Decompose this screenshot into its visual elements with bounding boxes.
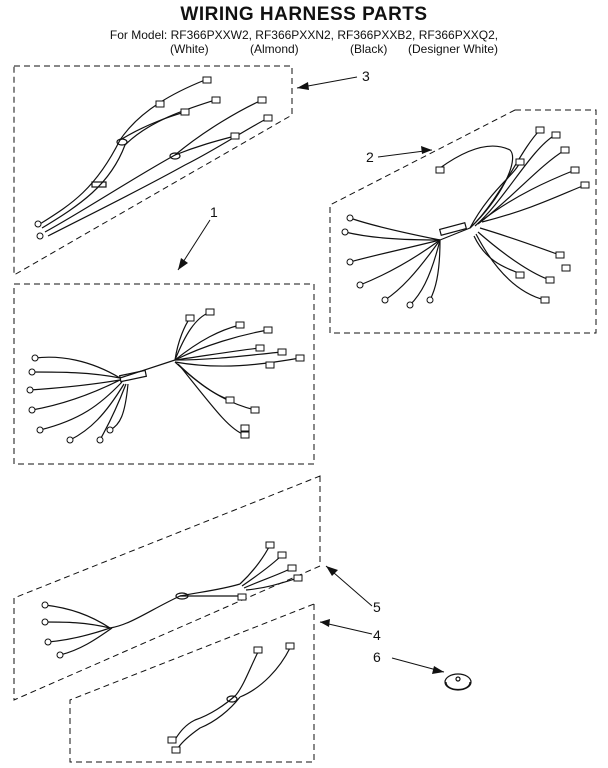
part-3-panel	[13, 65, 293, 276]
part-5-panel	[13, 475, 321, 701]
part-2-panel	[329, 109, 597, 334]
callout-5: 5	[373, 599, 381, 615]
callout-4: 4	[373, 627, 381, 643]
color-almond: (Almond)	[250, 42, 299, 56]
callout-1: 1	[210, 204, 218, 220]
part-1-harness	[26, 308, 305, 444]
part-2-harness	[341, 126, 590, 309]
part-1-panel	[13, 283, 315, 465]
part-4-harness	[167, 642, 295, 754]
part-4-panel	[69, 603, 315, 763]
part-5-harness	[41, 541, 303, 659]
part-6-clip	[444, 673, 472, 691]
color-designer-white: (Designer White)	[408, 42, 499, 56]
diagram-title: WIRING HARNESS PARTS	[180, 4, 428, 25]
part-3-harness	[34, 76, 273, 240]
callout-3: 3	[362, 68, 370, 84]
callout-6: 6	[373, 649, 381, 665]
color-black: (Black)	[350, 42, 388, 56]
model-list: For Model: RF366PXXW2, RF366PXXN2, RF366…	[109, 28, 499, 42]
color-white: (White)	[170, 42, 209, 56]
callout-2: 2	[366, 149, 374, 165]
